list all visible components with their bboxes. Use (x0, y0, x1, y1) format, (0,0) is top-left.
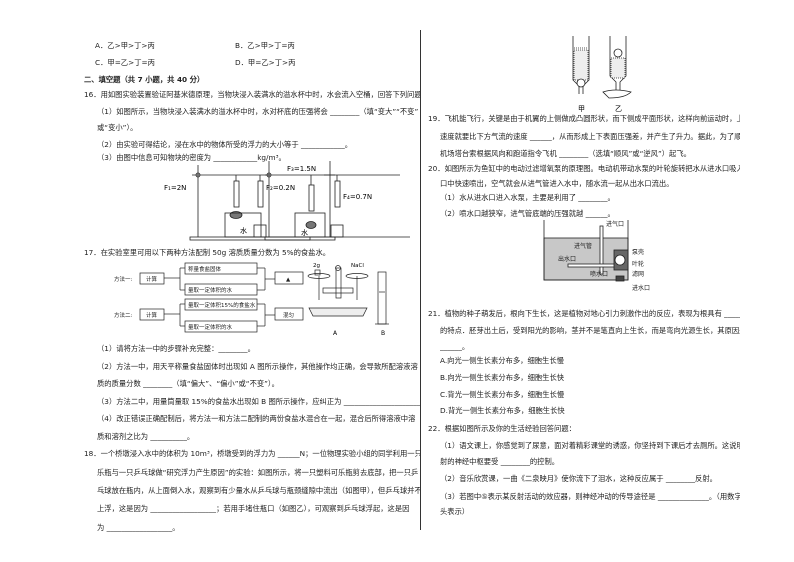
f3-label: F₃=1.5N (287, 165, 316, 173)
q21-option-b: B.向光一侧生长素分布多，细胞生长快 (440, 373, 565, 382)
q19-line-2: 速度就要比下方气流的速度 ______，从而形成上下表面压强差，并产生了升力。据… (440, 132, 740, 141)
q16-part2: （2）由实验可得结论，浸在水中的物体所受的浮力的大小等于 ___________… (97, 140, 353, 149)
q19-line-1: 19．飞机能飞行，关键是由于机翼的上侧做成凸圆形状，而下侧成平面形状，这样向前运… (428, 114, 740, 123)
filter-label: 滤网 (632, 270, 644, 278)
label-yi: 乙 (615, 105, 622, 113)
pump-shell-label: 泵壳 (632, 248, 644, 256)
q16-archimedes-figure-2: F₃=1.5N F₄=0.7N 水 (264, 161, 372, 241)
q17-stem: 17．在实验室里可用以下两种方法配制 50g 溶质质量分数为 5%的食盐水。 (84, 248, 331, 257)
q22-part1: （1）语文课上，你感觉到了尿意，面对着精彩课堂的诱惑，你坚持到下课后才去厕所。这… (440, 441, 740, 450)
q20-part2: （2）喷水口越狭窄，进气管底端的压强就越 ______。 (440, 209, 615, 218)
air-inlet-label: 进气口 (606, 220, 624, 228)
nacl-label: NaCl (351, 263, 364, 269)
q21-option-a: A.向光一侧生长素分布多，细胞生长慢 (440, 356, 564, 365)
q21-option-d: D.背光一侧生长素分布多，细胞生长快 (440, 406, 565, 415)
q18-line-3: 乓球放在瓶内，从上面倒入水，观察到有少量水从乒乓球与瓶颈缝隙中流出（如图甲），但… (97, 486, 420, 495)
q21-line-2: 的特点．胚芽出土后，受到阳光的影响，茎并不是笔直向上生长，而是弯向光源生长，其原… (440, 326, 740, 335)
q20-part1: （1）水从进水口进入水泵，主要是利用了 ________。 (440, 193, 615, 202)
method1-label: 方法一: (114, 275, 133, 283)
nozzle-label: 喷水口 (590, 270, 608, 278)
mix-box: 混匀 (283, 311, 294, 319)
figure-b-label: B (381, 330, 385, 337)
q15-option-b: B．乙>甲>丁=丙 (235, 41, 295, 50)
q17-part4: （4）改正错误正确配制后，将方法一和方法二配制的两份食盐水混合在一起，混合后所得… (97, 414, 416, 423)
q22-part1-cont: 射的神经中枢要受 ________的控制。 (440, 457, 560, 466)
q15-option-c: C．甲=乙>丁=丙 (95, 58, 155, 67)
q18-line-1: 18．一个桥墩浸入水中的体积为 10m³，桥墩受到的浮力为 ______N；一位… (84, 449, 420, 458)
measure-water-box-1: 量取一定体积的水 (188, 286, 233, 294)
q21-line-1: 21．植物的种子萌发后，根向下生长，这是植物对地心引力刺激作出的反应，表现为根具… (428, 309, 740, 318)
q17-part2-cont: 质的质量分数 ________（填“偏大”、“偏小”或“不变”）。 (97, 379, 279, 388)
water-outlet-label: 出水口 (558, 255, 576, 263)
blank-step-box: ▲ (286, 277, 291, 283)
q17-part2: （2）方法一中，用天平称量食盐固体时出现如 A 图所示操作，其他操作均正确，会导… (97, 362, 418, 371)
q16-stem: 16．用如图实验装置验证阿基米德原理，当物块浸入装满水的溢水杯中时，水会流入空桶… (84, 90, 420, 99)
calc-box-1: 计算 (146, 275, 158, 283)
q21-option-c: C.背光一侧生长素分布多，细胞生长慢 (440, 390, 565, 399)
q20-line-2: 口中快速喷出，空气就会从进气管进入水中，随水流一起从出水口流出。 (440, 179, 674, 188)
q15-option-a: A．乙>甲>丁>丙 (95, 41, 155, 50)
q22-part2: （2）音乐欣赏课，一曲《二泉映月》使你流下了泪水，这种反应属于 ________… (440, 474, 717, 483)
water-inlet-label: 进水口 (632, 284, 650, 292)
q20-line-1: 20．如图所示为鱼缸中的电动过滤增氧泵的原理图。电动机带动水泵的叶轮旋转把水从进… (428, 164, 740, 173)
q22-part3-cont: 头表示） (440, 507, 470, 516)
method2-label: 方法二: (114, 311, 133, 319)
measure-brine-box: 量取一定体积15%的食盐水 (188, 301, 256, 309)
q15-option-d: D．甲=乙>丁>丙 (235, 58, 296, 67)
q17-balance-and-cylinder-figure: 2g NaCl A B (307, 263, 389, 337)
q16-part1: （1）如图所示，当物块浸入装满水的溢水杯中时，水对杯底的压强将会 _______… (97, 107, 419, 116)
f4-label: F₄=0.7N (343, 193, 372, 201)
q18-line-5: 为 __________________。 (97, 523, 180, 532)
figure-a-label: A (333, 330, 338, 337)
q16-archimedes-figure: F₁=2N F₂=0.2N 水 (164, 161, 410, 241)
q16-part3: （3）由图中信息可知物块的密度为 ____________kg/m³。 (97, 153, 286, 162)
q17-part3: （3）方法二中，用量筒量取 15%的食盐水出现如 B 图所示操作，应纠正为 __… (97, 397, 420, 406)
f2-label: F₂=0.2N (266, 184, 295, 192)
q21-line-3: ______。 (440, 342, 470, 351)
q18-line-2: 乐瓶与一只乒乓球做“研究浮力产生原因”的实验：如图所示，将一只塑料可乐瓶剪去底部… (97, 468, 419, 477)
section-heading: 二、填空题（共 7 小题，共 40 分） (84, 75, 205, 84)
weigh-salt-box: 称量食盐固体 (188, 265, 222, 273)
impeller-label: 叶轮 (632, 260, 644, 268)
q20-pump-figure: 进气口 进气管 出水口 泵壳 叶轮 喷水口 滤网 进水口 (543, 220, 650, 292)
q22-part3: （3）若图中⑤表示某反射活动的效应器，则神经冲动的传导途径是 _________… (440, 492, 740, 501)
q16-part1-cont: 或“变小”）。 (97, 123, 138, 132)
q22-stem: 22．根据如图所示及你的生活经验回答问题： (428, 424, 576, 433)
water-label-1: 水 (240, 226, 247, 235)
q17-method-flowchart: 方法一: 方法二: 计算 计算 称量食盐固体 量取一定体积的水 量取一定体积15… (114, 262, 304, 333)
q17-part4-cont: 质和溶剂之比为 __________。 (97, 432, 195, 441)
measure-water-box-2: 量取一定体积的水 (188, 323, 233, 331)
air-pipe-label: 进气管 (574, 242, 592, 250)
q17-part1: （1）请将方法一中的步骤补充完整：________。 (97, 344, 255, 353)
calc-box-2: 计算 (146, 311, 158, 319)
weight-label: 2g (313, 263, 320, 269)
q18-line-4: 上浮，这是因为 __________________；若用手堵住瓶口（如图乙），… (97, 504, 410, 513)
q19-line-3: 机场塔台索根据风向和跑道指令飞机 ________（选填“顺风”或“逆风”）起飞… (440, 149, 691, 158)
q18-bottle-figure: 甲 乙 (572, 36, 632, 113)
label-jia: 甲 (578, 105, 585, 113)
water-label-2: 水 (301, 228, 308, 237)
f1-label: F₁=2N (164, 184, 186, 192)
column-divider (420, 30, 421, 530)
